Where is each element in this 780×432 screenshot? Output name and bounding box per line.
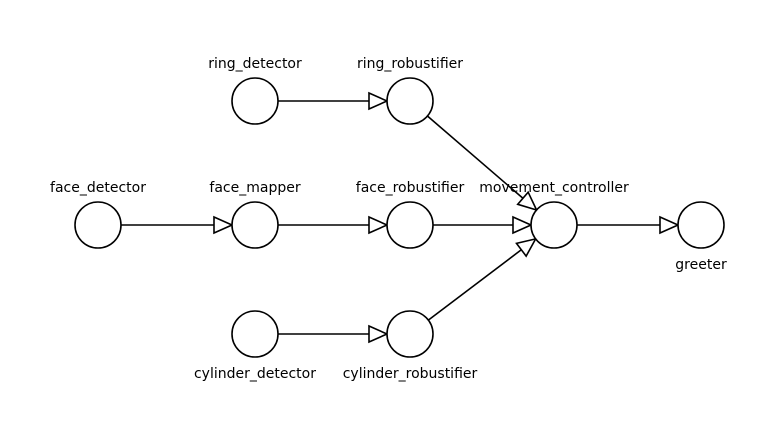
node-label: face_detector	[50, 180, 146, 196]
node-circle	[231, 310, 279, 358]
node-circle	[386, 77, 434, 125]
edge-cylinder_robustifier-to-movement_controller	[427, 249, 522, 321]
arrowhead-face_detector-to-face_mapper	[213, 215, 234, 235]
node-label: greeter	[675, 257, 727, 273]
node-face_mapper: face_mapper	[209, 180, 301, 249]
arrowhead-movement_controller-to-greeter	[659, 215, 680, 235]
node-face_detector: face_detector	[50, 180, 146, 249]
node-label: cylinder_robustifier	[343, 366, 478, 382]
node-circle	[231, 201, 279, 249]
node-label: cylinder_detector	[194, 366, 316, 382]
arrowhead-ring_detector-to-ring_robustifier	[368, 91, 389, 111]
arrowhead-cylinder_robustifier-to-movement_controller	[515, 237, 538, 258]
edges-layer	[121, 91, 680, 344]
arrowhead-ring_robustifier-to-movement_controller	[516, 190, 539, 212]
node-label: ring_detector	[208, 56, 302, 72]
node-label: movement_controller	[479, 180, 629, 196]
node-movement_controller: movement_controller	[479, 180, 629, 249]
arrowhead-cylinder_detector-to-cylinder_robustifier	[368, 324, 389, 344]
node-circle	[677, 201, 725, 249]
node-ring_detector: ring_detector	[208, 56, 302, 125]
nodes-layer: ring_detector ring_robustifier face_detect…	[50, 56, 727, 382]
node-label: ring_robustifier	[357, 56, 463, 72]
arrowhead-face_mapper-to-face_robustifier	[368, 215, 389, 235]
node-label: face_robustifier	[356, 180, 465, 196]
node-greeter: greeter	[675, 201, 727, 273]
arrowhead-face_robustifier-to-movement_controller	[512, 215, 533, 235]
node-circle	[386, 201, 434, 249]
node-circle	[231, 77, 279, 125]
node-circle	[74, 201, 122, 249]
node-ring_robustifier: ring_robustifier	[357, 56, 463, 125]
node-circle	[386, 310, 434, 358]
node-cylinder_detector: cylinder_detector	[194, 310, 316, 382]
node-face_robustifier: face_robustifier	[356, 180, 465, 249]
edge-ring_robustifier-to-movement_controller	[426, 115, 524, 199]
node-cylinder_robustifier: cylinder_robustifier	[343, 310, 478, 382]
node-circle	[530, 201, 578, 249]
node-label: face_mapper	[209, 180, 300, 196]
